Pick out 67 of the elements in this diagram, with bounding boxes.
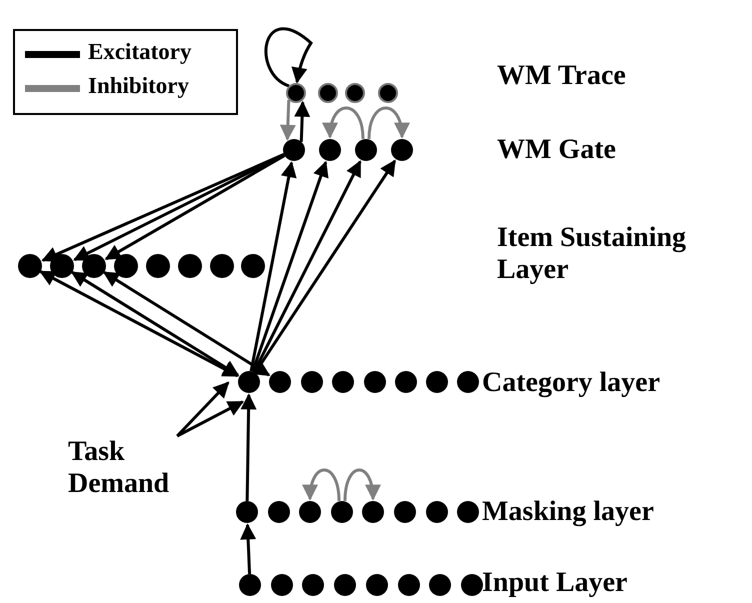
neuron-dot	[426, 371, 448, 393]
neuron-dot	[50, 254, 74, 278]
neuron-dot	[364, 371, 386, 393]
neuron-dot	[331, 501, 353, 523]
neuron-dot	[457, 501, 479, 523]
layer-label: WM Gate	[497, 134, 617, 166]
neuron-dot	[241, 254, 265, 278]
arrow	[302, 468, 340, 502]
neuron-dot	[82, 254, 106, 278]
neuron-dot	[457, 371, 479, 393]
neuron-dot	[210, 254, 234, 278]
arrow	[264, 27, 312, 88]
arrow	[104, 154, 286, 260]
neuron-dot	[378, 83, 398, 103]
neuron-dot	[426, 501, 448, 523]
neuron-dot	[395, 371, 417, 393]
arrow	[176, 400, 244, 438]
neuron-dot	[18, 254, 42, 278]
neuron-dot	[178, 254, 202, 278]
neuron-dot	[362, 501, 384, 523]
neuron-dot	[239, 574, 261, 596]
layer-label: WM Trace	[497, 60, 627, 92]
neuron-dot	[334, 574, 356, 596]
arrow	[368, 106, 409, 140]
neuron-dot	[283, 139, 305, 161]
neuron-dot	[332, 371, 354, 393]
arrow	[294, 100, 310, 142]
neuron-dot	[319, 139, 341, 161]
arrow	[70, 271, 240, 376]
neuron-dot	[355, 139, 377, 161]
layer-label: Category layer	[482, 367, 662, 399]
layer-label: Input Layer	[482, 567, 628, 599]
arrow	[251, 160, 329, 372]
neuron-dot	[269, 371, 291, 393]
neuron-dot	[345, 83, 365, 103]
neuron-dot	[429, 574, 451, 596]
neuron-dot	[114, 254, 138, 278]
arrow	[39, 270, 239, 378]
neuron-dot	[286, 83, 306, 103]
arrow	[250, 161, 297, 372]
neuron-dot	[271, 574, 293, 596]
neuron-dot	[238, 371, 260, 393]
layer-label: Masking layer	[482, 496, 655, 528]
arrow	[280, 100, 296, 141]
neuron-dot	[318, 83, 338, 103]
neuron-dot	[301, 371, 323, 393]
arrow	[176, 381, 230, 438]
arrow	[252, 160, 362, 373]
neuron-dot	[146, 254, 170, 278]
arrow	[240, 523, 256, 574]
neuron-dot	[366, 574, 388, 596]
legend-label: Excitatory	[88, 39, 192, 65]
layer-label: Item Sustaining Layer	[497, 222, 688, 286]
arrow	[102, 271, 270, 376]
neuron-dot	[299, 501, 321, 523]
arrow	[344, 468, 380, 502]
arrow	[240, 393, 257, 502]
neuron-dot	[394, 501, 416, 523]
neuron-dot	[398, 574, 420, 596]
neuron-dot	[391, 139, 413, 161]
neuron-dot	[461, 574, 483, 596]
neuron-dot	[236, 501, 258, 523]
legend-label: Inhibitory	[88, 73, 189, 99]
neuron-dot	[302, 574, 324, 596]
input-label: Task Demand	[68, 436, 208, 500]
arrow	[323, 106, 364, 140]
neuron-dot	[268, 501, 290, 523]
